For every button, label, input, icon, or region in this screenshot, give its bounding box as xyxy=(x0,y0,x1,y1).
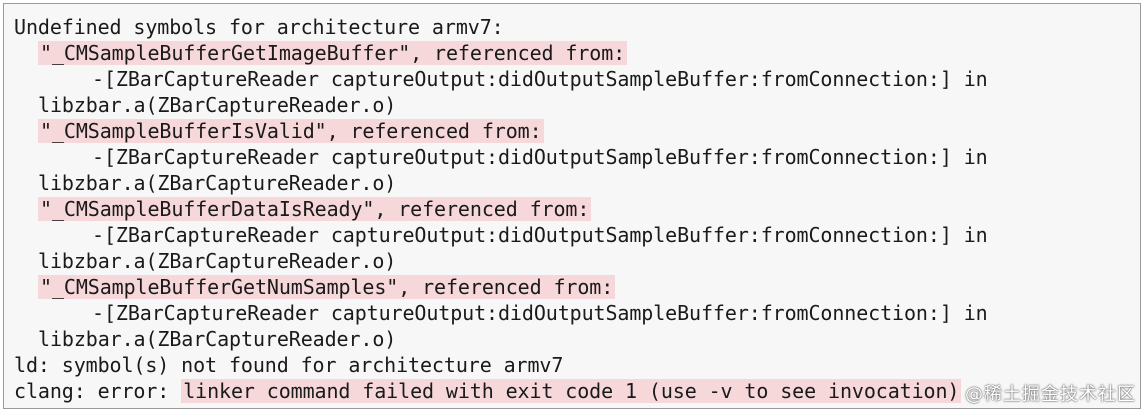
symbol-highlight-1: "_CMSampleBufferGetImageBuffer", referen… xyxy=(38,41,628,65)
symbol-line-3: "_CMSampleBufferDataIsReady", referenced… xyxy=(14,196,1140,222)
clang-error-highlight: linker command failed with exit code 1 (… xyxy=(181,379,962,403)
symbol-line-1: "_CMSampleBufferGetImageBuffer", referen… xyxy=(14,40,1140,66)
caller-line-1: -[ZBarCaptureReader captureOutput:didOut… xyxy=(92,67,988,91)
symbol-line-2: "_CMSampleBufferIsValid", referenced fro… xyxy=(14,118,1140,144)
watermark-text: @稀土掘金技术社区 xyxy=(965,384,1136,405)
log-header: Undefined symbols for architecture armv7… xyxy=(14,15,504,39)
caller-line-2: -[ZBarCaptureReader captureOutput:didOut… xyxy=(92,145,988,169)
symbol-highlight-4: "_CMSampleBufferGetNumSamples", referenc… xyxy=(38,275,616,299)
object-line-3: libzbar.a(ZBarCaptureReader.o) xyxy=(38,249,397,273)
symbol-line-4: "_CMSampleBufferGetNumSamples", referenc… xyxy=(14,274,1140,300)
object-line-4: libzbar.a(ZBarCaptureReader.o) xyxy=(38,327,397,351)
build-error-log: Undefined symbols for architecture armv7… xyxy=(3,3,1141,409)
caller-line-4: -[ZBarCaptureReader captureOutput:didOut… xyxy=(92,301,988,325)
clang-error-line: clang: error: linker command failed with… xyxy=(14,378,1140,404)
clang-error-prefix: clang: error: xyxy=(14,379,182,403)
object-line-2: libzbar.a(ZBarCaptureReader.o) xyxy=(38,171,397,195)
ld-error-line: ld: symbol(s) not found for architecture… xyxy=(14,353,564,377)
object-line-1: libzbar.a(ZBarCaptureReader.o) xyxy=(38,93,397,117)
caller-line-3: -[ZBarCaptureReader captureOutput:didOut… xyxy=(92,223,988,247)
symbol-highlight-3: "_CMSampleBufferDataIsReady", referenced… xyxy=(38,197,592,221)
symbol-highlight-2: "_CMSampleBufferIsValid", referenced fro… xyxy=(38,119,544,143)
